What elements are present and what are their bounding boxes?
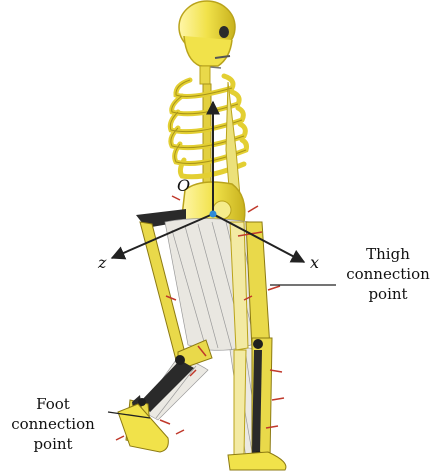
z-axis-label: z — [98, 253, 106, 272]
foot-label-line-3: point — [0, 434, 106, 454]
thigh-label-line-2: connection — [338, 264, 438, 284]
origin-label: O — [177, 176, 190, 195]
foot-label-line-1: Foot — [0, 394, 106, 414]
thigh-label-line-3: point — [338, 284, 438, 304]
foot-connection-label: Foot connection point — [0, 394, 106, 454]
thigh-connection-label: Thigh connection point — [338, 244, 438, 304]
x-axis-label: x — [310, 253, 319, 272]
thigh-label-line-1: Thigh — [338, 244, 438, 264]
origin-dot — [210, 211, 217, 218]
skull — [179, 1, 235, 68]
foot-label-line-2: connection — [0, 414, 106, 434]
